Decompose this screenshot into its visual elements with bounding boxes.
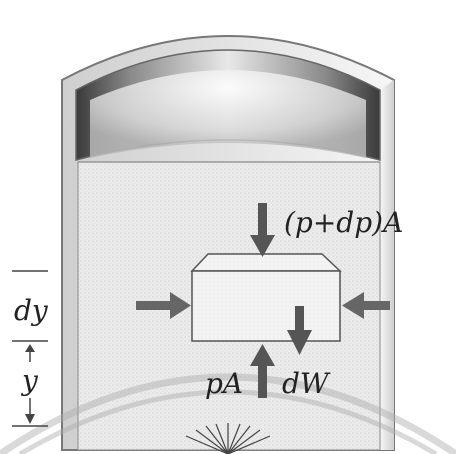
tank-right-wall bbox=[380, 80, 394, 450]
fluid-element bbox=[190, 253, 342, 342]
fluid-element-top-face bbox=[190, 253, 342, 272]
top-force-label: (p+dp)A bbox=[284, 206, 403, 239]
bottom-force-label: pA bbox=[205, 367, 243, 400]
left-force-arrow bbox=[136, 292, 191, 319]
y-arrow-head-down bbox=[25, 414, 35, 424]
watermark-arcs bbox=[0, 373, 456, 454]
fluid-element-front-face bbox=[191, 270, 341, 342]
tank-dome-inner bbox=[90, 70, 366, 158]
y-label: y bbox=[20, 364, 39, 397]
dimension-markers bbox=[12, 270, 48, 427]
top-force-arrow bbox=[250, 203, 275, 257]
right-force-arrow bbox=[342, 292, 390, 319]
weight-arrow bbox=[287, 306, 312, 355]
bottom-force-arrow bbox=[250, 344, 275, 398]
dy-label: dy bbox=[14, 294, 49, 327]
weight-label: dW bbox=[282, 367, 331, 400]
force-arrows bbox=[136, 203, 390, 398]
bottom-rays bbox=[185, 423, 271, 454]
y-arrow-head-up bbox=[25, 344, 35, 352]
